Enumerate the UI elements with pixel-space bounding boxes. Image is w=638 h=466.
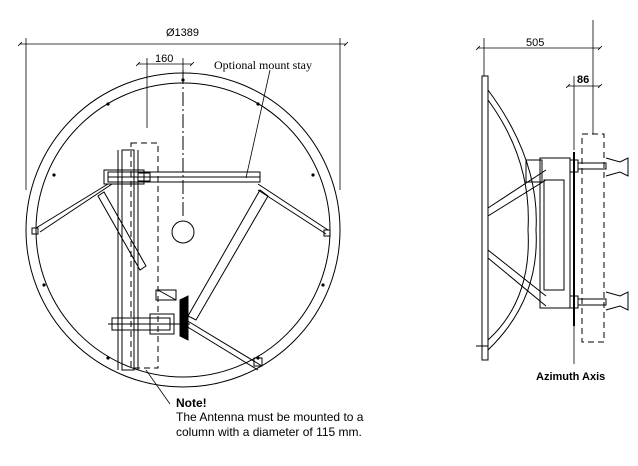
side-column-dashed: [581, 133, 605, 343]
note-leader: [145, 369, 171, 405]
front-dimensions: [17, 38, 349, 405]
note-line-1: The Antenna must be mounted to a: [176, 410, 364, 424]
side-view: [476, 75, 629, 361]
support-arm-left: [97, 191, 147, 271]
strut-upper-right: [257, 183, 329, 231]
column-dashed-outline: [130, 142, 159, 369]
side-dimensions: [475, 20, 603, 364]
depth-505-label: 505: [526, 37, 544, 49]
mount-stay-leader: [245, 69, 271, 179]
side-mount-body: [539, 157, 571, 309]
strut-upper-left: [35, 183, 109, 229]
mount-stay-label: Optional mount stay: [214, 58, 312, 72]
note-body: The Antenna must be mounted to a column …: [176, 410, 436, 440]
note-title: Note!: [176, 396, 207, 410]
diameter-label: Ø1389: [166, 27, 199, 39]
mast-column: [121, 149, 135, 371]
dish-profile: [487, 89, 537, 351]
dish-edge: [481, 75, 489, 361]
upper-clamp: [103, 169, 145, 185]
azimuth-flange: [179, 295, 189, 341]
offset-86-label: 86: [577, 74, 589, 86]
azimuth-axis-label: Azimuth Axis: [536, 371, 605, 383]
feed-hole: [171, 220, 195, 244]
front-view: [25, 70, 341, 388]
offset-160-label: 160: [155, 53, 173, 65]
note-line-2: column with a diameter of 115 mm.: [176, 425, 362, 439]
support-arm-right: [187, 189, 269, 321]
